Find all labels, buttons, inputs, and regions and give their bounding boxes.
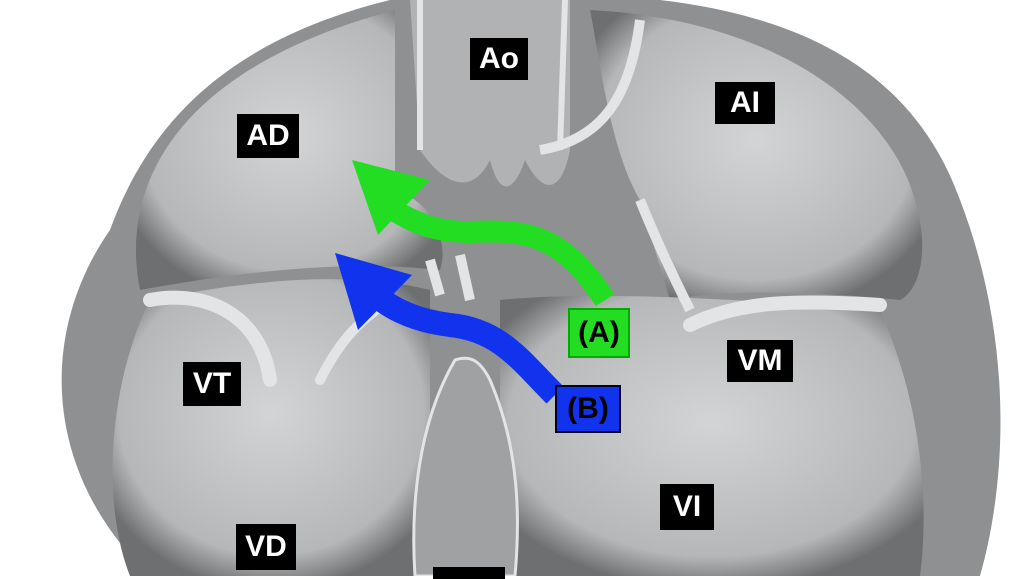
left-atrium xyxy=(590,10,923,300)
label-cut-off xyxy=(433,567,505,579)
left-ventricle xyxy=(500,295,924,576)
arrow-a-head xyxy=(352,160,430,235)
label-left-ventricle: VI xyxy=(660,484,714,530)
mitral-leaflet xyxy=(683,295,887,332)
label-tricuspid-valve: VT xyxy=(183,362,241,406)
label-left-atrium: AI xyxy=(715,82,775,124)
right-ventricle xyxy=(112,279,430,576)
ventricular-septum xyxy=(412,356,519,576)
tricuspid-leaflet xyxy=(143,290,277,387)
label-path-b: (B) xyxy=(555,385,621,433)
label-aorta: Ao xyxy=(470,38,528,80)
aorta xyxy=(410,0,570,187)
arrow-b-shaft xyxy=(361,281,564,404)
label-right-atrium: AD xyxy=(237,114,299,158)
label-right-ventricle: VD xyxy=(236,524,296,570)
arrow-b-head xyxy=(335,253,412,330)
label-mitral-valve: VM xyxy=(727,340,793,382)
label-path-a: (A) xyxy=(568,308,630,358)
arrow-a-shaft xyxy=(379,195,615,307)
